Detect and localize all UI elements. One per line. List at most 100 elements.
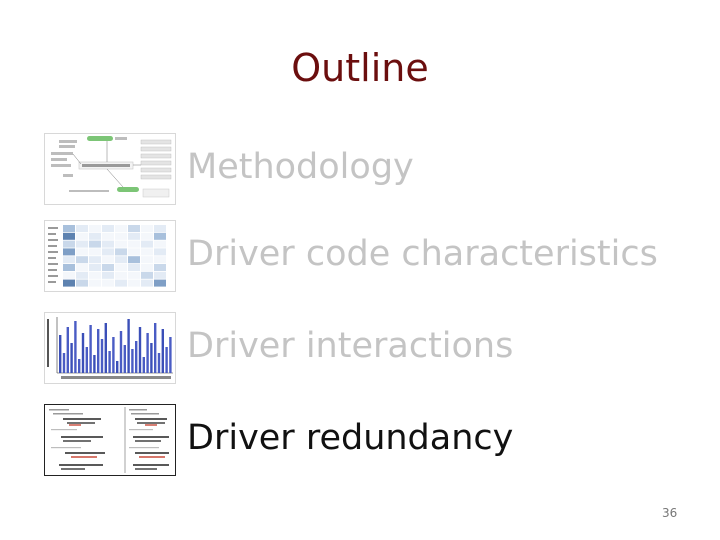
outline-item-label: Driver code characteristics [187,234,658,274]
heatmap-cell [141,232,153,240]
heatmap-cell [89,248,101,256]
heatmap-cell [102,248,114,256]
bar-mark [70,343,73,373]
bar-mark [59,335,62,373]
heatmap-cell [154,256,166,264]
heatmap-cell [128,271,140,279]
bar-mark [97,329,100,373]
bar-mark [62,353,66,373]
heatmap-cell [102,271,114,279]
heatmap-cell [102,225,114,232]
characteristics-table-thumbnail [44,220,176,292]
heatmap-cell [102,232,114,240]
heatmap-cell [141,248,153,256]
heatmap-cell [63,232,75,240]
bar-mark [123,345,126,373]
bar-mark [135,341,138,373]
bar-mark [81,333,85,373]
heatmap-cell [128,279,140,287]
heatmap-cell [76,264,88,271]
bar-mark [74,321,77,373]
heatmap-cell [154,232,166,240]
heatmap-cell [128,248,140,256]
bar-mark [104,323,107,373]
heatmap-cell [128,264,140,271]
heatmap-cell [76,256,88,264]
heatmap-cell [89,225,101,232]
heatmap-cell [76,240,88,248]
bar-mark [108,351,111,373]
heatmap-cell [141,225,153,232]
heatmap-cell [154,240,166,248]
heatmap-cell [63,256,75,264]
methodology-diagram-thumbnail [44,133,176,205]
heatmap-cell [128,256,140,264]
outline-item-driver-redundancy: Driver redundancy [44,404,684,476]
heatmap-cell [89,232,101,240]
heatmap-cell [154,225,166,232]
bar-mark [154,323,157,373]
outline-item-driver-code-characteristics: Driver code characteristics [44,220,684,292]
heatmap-cell [115,256,127,264]
heatmap-cell [63,271,75,279]
heatmap-cell [102,256,114,264]
heatmap-cell [154,279,166,287]
heatmap-cell [141,240,153,248]
heatmap-cell [63,240,75,248]
heatmap-cell [63,248,75,256]
outline-item-label: Driver redundancy [187,418,514,458]
heatmap-cell [89,256,101,264]
bar-mark [138,327,142,373]
heatmap-cell [115,232,127,240]
heatmap-cell [141,264,153,271]
bar-marks [59,319,172,373]
heatmap-cell [141,279,153,287]
bar-mark [131,349,134,373]
heatmap-cell [128,232,140,240]
heatmap-cell [102,264,114,271]
bar-mark [119,331,123,373]
heatmap-cell [115,279,127,287]
heatmap-cell [76,248,88,256]
outline-item-label: Methodology [187,147,414,187]
heatmap-cell [128,240,140,248]
heatmap-cell [89,240,101,248]
heatmap-cell [154,248,166,256]
heatmap-cell [128,225,140,232]
bar-mark [150,343,153,373]
bar-mark [85,347,88,373]
heatmap-cell [102,240,114,248]
heatmap-cell [76,225,88,232]
heatmap-cell [89,279,101,287]
bar-mark [112,337,115,373]
bar-mark [157,353,161,373]
bar-mark [127,319,130,373]
bar-mark [100,339,104,373]
slide-title: Outline [291,46,429,90]
bar-mark [142,357,145,373]
bar-mark [146,333,149,373]
heatmap-cell [63,264,75,271]
heatmap-cell [115,225,127,232]
heatmap-cell [141,271,153,279]
outline-item-label: Driver interactions [187,326,514,366]
heatmap-cell [154,271,166,279]
outline-item-driver-interactions: Driver interactions [44,312,684,384]
heatmap-cell [115,248,127,256]
interactions-bar-chart-thumbnail [44,312,176,384]
heatmap-cell [115,271,127,279]
heatmap-cell [63,279,75,287]
bar-mark [78,359,81,373]
outline-item-methodology: Methodology [44,133,684,205]
heatmap-cell [141,256,153,264]
bar-mark [93,355,96,373]
heatmap-cell [76,232,88,240]
heatmap-cell [115,240,127,248]
bar-mark [169,337,172,373]
heatmap-cell [76,271,88,279]
bar-mark [116,361,119,373]
bar-mark [165,347,168,373]
heatmap-cell [154,264,166,271]
bar-mark [66,327,69,373]
heatmap-cell [102,279,114,287]
